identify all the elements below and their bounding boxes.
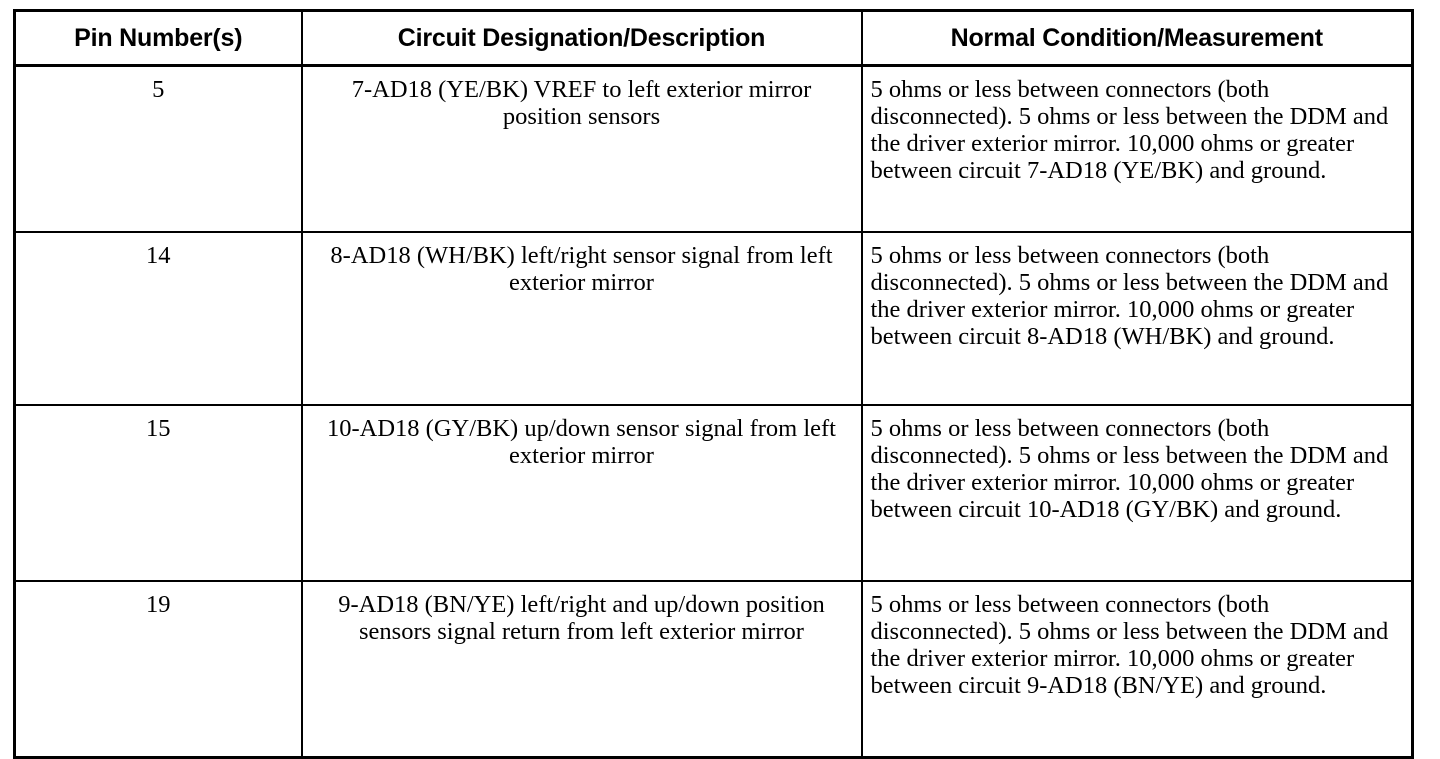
circuit-description-value: 8-AD18 (WH/BK) left/right sensor signal … bbox=[330, 242, 833, 296]
pin-diagnostic-table-container: Pin Number(s) Circuit Designation/Descri… bbox=[13, 9, 1414, 759]
table-header-row: Pin Number(s) Circuit Designation/Descri… bbox=[13, 9, 1414, 67]
pin-diagnostic-table: Pin Number(s) Circuit Designation/Descri… bbox=[13, 9, 1414, 759]
table-row: 15 10-AD18 (GY/BK) up/down sensor signal… bbox=[13, 404, 1414, 582]
pin-number-value: 15 bbox=[146, 415, 171, 442]
normal-measurement-value: 5 ohms or less between connectors (both … bbox=[870, 76, 1389, 184]
page-root: Pin Number(s) Circuit Designation/Descri… bbox=[13, 9, 1414, 759]
normal-measurement-value: 5 ohms or less between connectors (both … bbox=[870, 415, 1389, 523]
normal-measurement-value: 5 ohms or less between connectors (both … bbox=[870, 242, 1389, 350]
column-header-circuit-designation: Circuit Designation/Description bbox=[300, 9, 863, 67]
pin-number-value: 14 bbox=[146, 242, 171, 269]
cell-circuit-description: 7-AD18 (YE/BK) VREF to left exterior mir… bbox=[300, 64, 863, 233]
pin-number-value: 5 bbox=[152, 76, 165, 103]
circuit-description-value: 10-AD18 (GY/BK) up/down sensor signal fr… bbox=[327, 415, 836, 469]
normal-measurement-value: 5 ohms or less between connectors (both … bbox=[870, 591, 1389, 699]
circuit-description-value: 9-AD18 (BN/YE) left/right and up/down po… bbox=[338, 591, 825, 645]
cell-circuit-description: 9-AD18 (BN/YE) left/right and up/down po… bbox=[300, 580, 863, 759]
cell-normal-measurement: 5 ohms or less between connectors (both … bbox=[860, 580, 1414, 759]
column-header-normal-condition: Normal Condition/Measurement bbox=[860, 9, 1414, 67]
cell-circuit-description: 10-AD18 (GY/BK) up/down sensor signal fr… bbox=[300, 404, 863, 582]
column-header-pin-number: Pin Number(s) bbox=[13, 9, 303, 67]
table-row: 14 8-AD18 (WH/BK) left/right sensor sign… bbox=[13, 231, 1414, 406]
cell-pin-number: 5 bbox=[13, 64, 303, 233]
pin-number-value: 19 bbox=[146, 591, 171, 618]
table-header: Pin Number(s) Circuit Designation/Descri… bbox=[13, 9, 1414, 67]
circuit-description-value: 7-AD18 (YE/BK) VREF to left exterior mir… bbox=[351, 76, 812, 130]
table-body: 5 7-AD18 (YE/BK) VREF to left exterior m… bbox=[13, 64, 1414, 759]
cell-pin-number: 14 bbox=[13, 231, 303, 406]
cell-normal-measurement: 5 ohms or less between connectors (both … bbox=[860, 404, 1414, 582]
cell-pin-number: 15 bbox=[13, 404, 303, 582]
table-row: 5 7-AD18 (YE/BK) VREF to left exterior m… bbox=[13, 64, 1414, 233]
cell-circuit-description: 8-AD18 (WH/BK) left/right sensor signal … bbox=[300, 231, 863, 406]
cell-normal-measurement: 5 ohms or less between connectors (both … bbox=[860, 231, 1414, 406]
table-row: 19 9-AD18 (BN/YE) left/right and up/down… bbox=[13, 580, 1414, 759]
cell-pin-number: 19 bbox=[13, 580, 303, 759]
cell-normal-measurement: 5 ohms or less between connectors (both … bbox=[860, 64, 1414, 233]
